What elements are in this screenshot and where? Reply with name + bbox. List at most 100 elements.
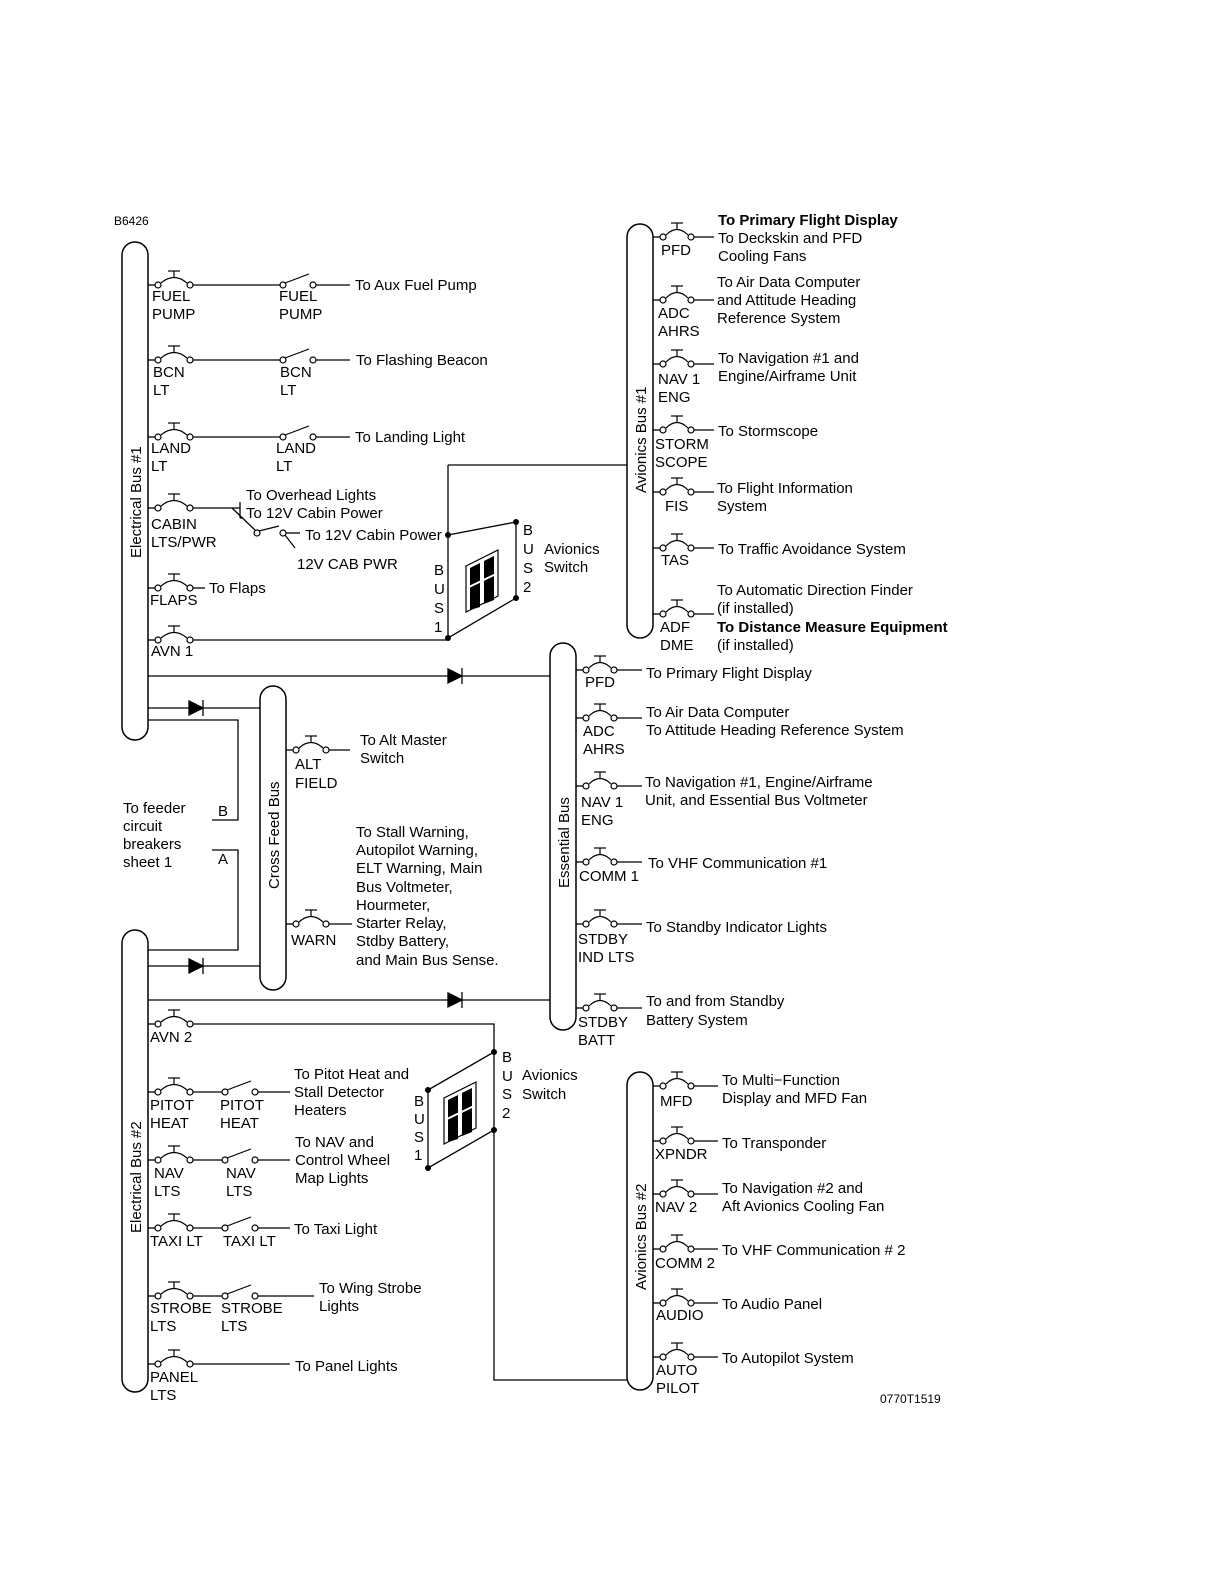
switch-icon: [221, 1148, 259, 1164]
ess-stdby-ind-cb-label: STDBY: [578, 931, 628, 948]
nav-lts-switch-label-2: LTS: [226, 1183, 252, 1200]
avionics-bus-2-label: Avionics Bus #2: [633, 1184, 650, 1290]
warn-dest-1: To Stall Warning,: [356, 824, 469, 841]
avn2-circuit: AVN 2: [148, 1009, 495, 1052]
circuit-breaker-icon: [659, 415, 695, 434]
circuit-breaker-icon: [582, 909, 618, 928]
av1-adc-cb-label: ADC: [658, 305, 690, 322]
av1-fis-cb-label: FIS: [665, 498, 688, 515]
warn-dest-8: and Main Bus Sense.: [356, 952, 499, 969]
landing-switch-label: LAND: [276, 440, 316, 457]
av1-adc-dest-3: Reference System: [717, 310, 840, 327]
landing-cb-label-2: LT: [151, 458, 167, 475]
av1-adf-cb-label-2: DME: [660, 637, 693, 654]
panel-cb-label: PANEL: [150, 1369, 198, 1386]
av1-tas-circuit: TAS To Traffic Avoidance System: [653, 533, 906, 569]
warn-dest-7: Stdby Battery,: [356, 933, 449, 950]
av2-audio-circuit: AUDIO To Audio Panel: [653, 1288, 822, 1324]
feeder-note-1: To feeder: [123, 800, 186, 817]
av2-autopilot-cb-label-2: PILOT: [656, 1380, 699, 1397]
elec1-to-essential-link: [148, 667, 550, 685]
warn-dest-2: Autopilot Warning,: [356, 842, 478, 859]
circuit-breaker-icon: [154, 1213, 194, 1232]
fuel-pump-circuit: FUEL PUMP FUEL PUMP To Aux Fuel Pump: [148, 270, 477, 323]
ess-stdby-ind-circuit: STDBY IND LTS To Standby Indicator Light…: [576, 909, 827, 966]
avn1-cb-label: AVN 1: [151, 643, 193, 660]
av1-adf-cb-label: ADF: [660, 619, 690, 636]
sw2-bus2-u: U: [502, 1068, 513, 1085]
nav-lts-cb-label-2: LTS: [154, 1183, 180, 1200]
pitot-cb-label: PITOT: [150, 1097, 194, 1114]
ess-adc-circuit: ADC AHRS To Air Data Computer To Attitud…: [576, 703, 904, 758]
beacon-switch-label: BCN: [280, 364, 312, 381]
av1-pfd-dest-3: Cooling Fans: [718, 248, 806, 265]
sw1-bus2-s: S: [523, 560, 533, 577]
ess-stdby-batt-circuit: STDBY BATT To and from Standby Battery S…: [576, 993, 785, 1049]
ess-comm1-dest: To VHF Communication #1: [648, 855, 827, 872]
landing-switch-label-2: LT: [276, 458, 292, 475]
av2-xpndr-dest: To Transponder: [722, 1135, 826, 1152]
fuel-pump-cb-label: FUEL: [152, 288, 190, 305]
sw1-bus1-1: 1: [434, 619, 442, 636]
feeder-note-3: breakers: [123, 836, 181, 853]
flaps-dest: To Flaps: [209, 580, 266, 597]
av2-audio-dest: To Audio Panel: [722, 1296, 822, 1313]
pitot-cb-label-2: HEAT: [150, 1115, 189, 1132]
av1-adf-circuit: ADF DME To Automatic Direction Finder (i…: [653, 582, 948, 654]
av2-audio-cb-label: AUDIO: [656, 1307, 704, 1324]
circuit-breaker-icon: [582, 771, 618, 790]
alt-field-cb-label: ALT: [295, 756, 321, 773]
circuit-breaker-icon: [659, 1126, 695, 1145]
sw2-bus1-u: U: [414, 1111, 425, 1128]
circuit-breaker-icon: [659, 349, 695, 368]
av1-adf-dest-1: To Automatic Direction Finder: [717, 582, 913, 599]
cabin-cb-label: CABIN: [151, 516, 197, 533]
circuit-breaker-icon: [582, 655, 618, 674]
diode-icon: [188, 699, 205, 717]
electrical-bus-2-bar: [121, 929, 149, 1393]
alt-field-dest-2: Switch: [360, 750, 404, 767]
feeder-note-4: sheet 1: [123, 854, 172, 871]
avionics-bus-1-bar: [626, 223, 654, 639]
strobe-switch-label-2: LTS: [221, 1318, 247, 1335]
ess-stdby-batt-dest-1: To and from Standby: [646, 993, 785, 1010]
elec2-to-crossfeed-link: [148, 849, 260, 975]
av1-adc-circuit: ADC AHRS To Air Data Computer and Attitu…: [653, 274, 860, 340]
warn-cb-label: WARN: [291, 932, 336, 949]
pitot-dest-3: Heaters: [294, 1102, 347, 1119]
avionics-switch-2: B U S 1 B U S 2 Avionics Switch: [414, 1049, 627, 1381]
av2-nav2-dest-1: To Navigation #2 and: [722, 1180, 863, 1197]
avionics-bus-1-label: Avionics Bus #1: [633, 387, 650, 493]
av1-nav1-cb-label-2: ENG: [658, 389, 691, 406]
av2-comm2-dest: To VHF Communication # 2: [722, 1242, 905, 1259]
circuit-breaker-icon: [154, 270, 194, 289]
sw2-bus1-s: S: [414, 1129, 424, 1146]
strobe-cb-label-2: LTS: [150, 1318, 176, 1335]
figure-id-bottom: 0770T1519: [880, 1392, 941, 1406]
ess-pfd-cb-label: PFD: [585, 674, 615, 691]
ess-stdby-ind-cb-label-2: IND LTS: [578, 949, 634, 966]
alt-field-dest-1: To Alt Master: [360, 732, 447, 749]
av2-autopilot-dest: To Autopilot System: [722, 1350, 854, 1367]
sw1-bus1-b: B: [434, 562, 444, 579]
av1-nav1-circuit: NAV 1 ENG To Navigation #1 and Engine/Ai…: [653, 349, 859, 406]
av2-autopilot-circuit: AUTO PILOT To Autopilot System: [653, 1342, 854, 1397]
circuit-breaker-icon: [154, 345, 194, 364]
circuit-breaker-icon: [154, 1009, 194, 1028]
sw1-bus2-2: 2: [523, 579, 531, 596]
cabin-dest-3: To 12V Cabin Power: [305, 527, 442, 544]
sw1-bus1-s: S: [434, 600, 444, 617]
circuit-breaker-icon: [659, 477, 695, 496]
circuit-breaker-icon: [659, 1234, 695, 1253]
ess-stdby-batt-dest-2: Battery System: [646, 1012, 748, 1029]
ess-nav1-dest-2: Unit, and Essential Bus Voltmeter: [645, 792, 868, 809]
av2-nav2-dest-2: Aft Avionics Cooling Fan: [722, 1198, 884, 1215]
diode-icon: [188, 957, 205, 975]
nav-lts-dest-3: Map Lights: [295, 1170, 368, 1187]
alt-field-circuit: ALT FIELD To Alt Master Switch: [286, 732, 447, 792]
av2-autopilot-cb-label: AUTO: [656, 1362, 697, 1379]
switch-icon: [279, 273, 317, 289]
panel-cb-label-2: LTS: [150, 1387, 176, 1404]
pitot-dest-1: To Pitot Heat and: [294, 1066, 409, 1083]
landing-cb-label: LAND: [151, 440, 191, 457]
